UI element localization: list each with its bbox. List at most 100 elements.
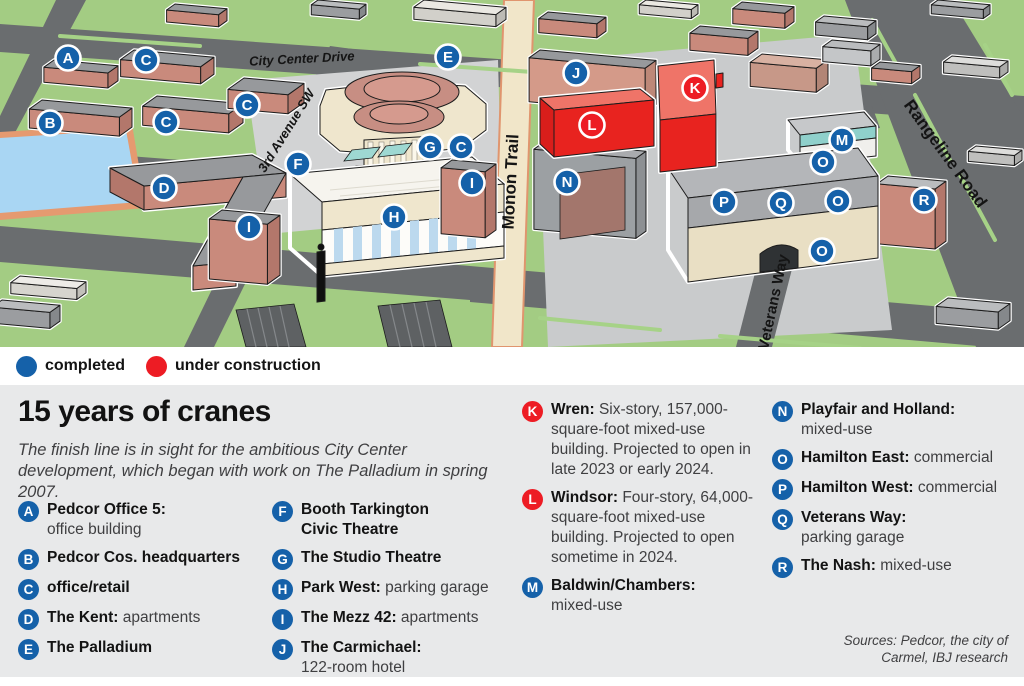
entry-badge-g: G [272,549,293,570]
entry-text-h: Park West: parking garage [301,579,489,596]
svg-text:O: O [816,243,828,260]
map-marker-f: F [284,150,312,178]
entry-badge-j: J [272,639,293,660]
svg-text:J: J [572,65,580,82]
legend-entry-e: E The Palladium [18,638,270,660]
map-marker-r: R [910,186,938,214]
entry-text-n: Playfair and Holland:mixed-use [801,401,956,438]
map-marker-c: C [447,133,475,161]
svg-text:A: A [63,50,74,67]
entry-text-r: The Nash: mixed-use [801,557,952,574]
map-marker-m: M [828,126,856,154]
legend-entry-n: N Playfair and Holland:mixed-use [772,400,1020,440]
entry-text-e: The Palladium [47,639,153,656]
entry-badge-r: R [772,557,793,578]
svg-text:L: L [587,117,596,134]
entry-text-d: The Kent: apartments [47,609,201,626]
entry-text-i: The Mezz 42: apartments [301,609,479,626]
legend-item-completed: completed [16,347,125,385]
entry-badge-f: F [272,501,293,522]
legend-item-under-construction: under construction [146,347,321,385]
svg-text:I: I [470,175,474,192]
svg-text:D: D [159,180,170,197]
entry-badge-a: A [18,501,39,522]
sources-credit: Sources: Pedcor, the city of Carmel, IBJ… [843,633,1008,665]
entry-text-m: Baldwin/Chambers:mixed-use [551,577,696,614]
map-marker-i: I [235,213,263,241]
map-marker-j: J [562,59,590,87]
svg-text:C: C [456,139,467,156]
legend-entry-o: O Hamilton East: commercial [772,448,1020,470]
svg-text:P: P [719,194,729,211]
map-marker-b: B [36,109,64,137]
entry-badge-h: H [272,579,293,600]
svg-text:R: R [919,192,930,209]
map-marker-o: O [809,148,837,176]
entry-text-c: office/retail [47,579,130,596]
map-marker-q: Q [767,189,795,217]
street-label-monon-trail: Monon Trail [499,134,523,230]
legend-entry-d: D The Kent: apartments [18,608,270,630]
svg-text:Q: Q [775,195,787,212]
legend-entry-r: R The Nash: mixed-use [772,556,1020,578]
entry-text-p: Hamilton West: commercial [801,479,998,496]
entry-badge-p: P [772,479,793,500]
svg-text:G: G [424,139,436,156]
info-panel: 15 years of cranes The finish line is in… [0,385,1024,677]
legend-completed-label: completed [45,357,126,374]
entry-text-o: Hamilton East: commercial [801,449,994,466]
entry-text-j: The Carmichael:122-room hotel [301,639,422,676]
map-marker-c: C [132,46,160,74]
entry-badge-d: D [18,609,39,630]
entry-badge-e: E [18,639,39,660]
entry-badge-n: N [772,401,793,422]
svg-text:O: O [817,154,829,171]
map-marker-i: I [458,169,486,197]
svg-text:C: C [161,114,172,131]
entry-badge-l: L [522,489,543,510]
map-legend: completed under construction [0,347,1024,385]
svg-text:M: M [836,132,849,149]
map-marker-k: K [681,74,709,102]
map-marker-h: H [380,203,408,231]
map-marker-e: E [434,43,462,71]
entry-text-a: Pedcor Office 5:office building [47,501,166,538]
legend-entry-a: A Pedcor Office 5:office building [18,500,270,540]
legend-entry-b: B Pedcor Cos. headquarters [18,548,270,570]
entry-badge-c: C [18,579,39,600]
under-construction-dot-icon [146,355,167,377]
entry-badge-b: B [18,549,39,570]
map-marker-g: G [416,133,444,161]
map-marker-d: D [150,174,178,202]
svg-text:N: N [562,174,573,191]
map-marker-o: O [808,237,836,265]
svg-text:O: O [832,193,844,210]
entry-text-q: Veterans Way:parking garage [801,509,907,546]
svg-text:E: E [443,49,453,66]
svg-text:H: H [389,209,400,226]
svg-text:C: C [141,52,152,69]
svg-text:C: C [242,97,253,114]
legend-entry-g: G The Studio Theatre [272,548,518,570]
map-marker-o: O [824,187,852,215]
entry-text-g: The Studio Theatre [301,549,442,566]
entry-badge-o: O [772,449,793,470]
entry-text-l: Windsor: Four-story, 64,000-square-foot … [551,489,753,566]
map-marker-c: C [152,108,180,136]
entry-text-b: Pedcor Cos. headquarters [47,549,240,566]
street-label-city-center-drive: City Center Drive [249,48,355,69]
intro-text: The finish line is in sight for the ambi… [18,441,488,501]
map-marker-l: L [578,111,606,139]
legend-entry-h: H Park West: parking garage [272,578,518,600]
